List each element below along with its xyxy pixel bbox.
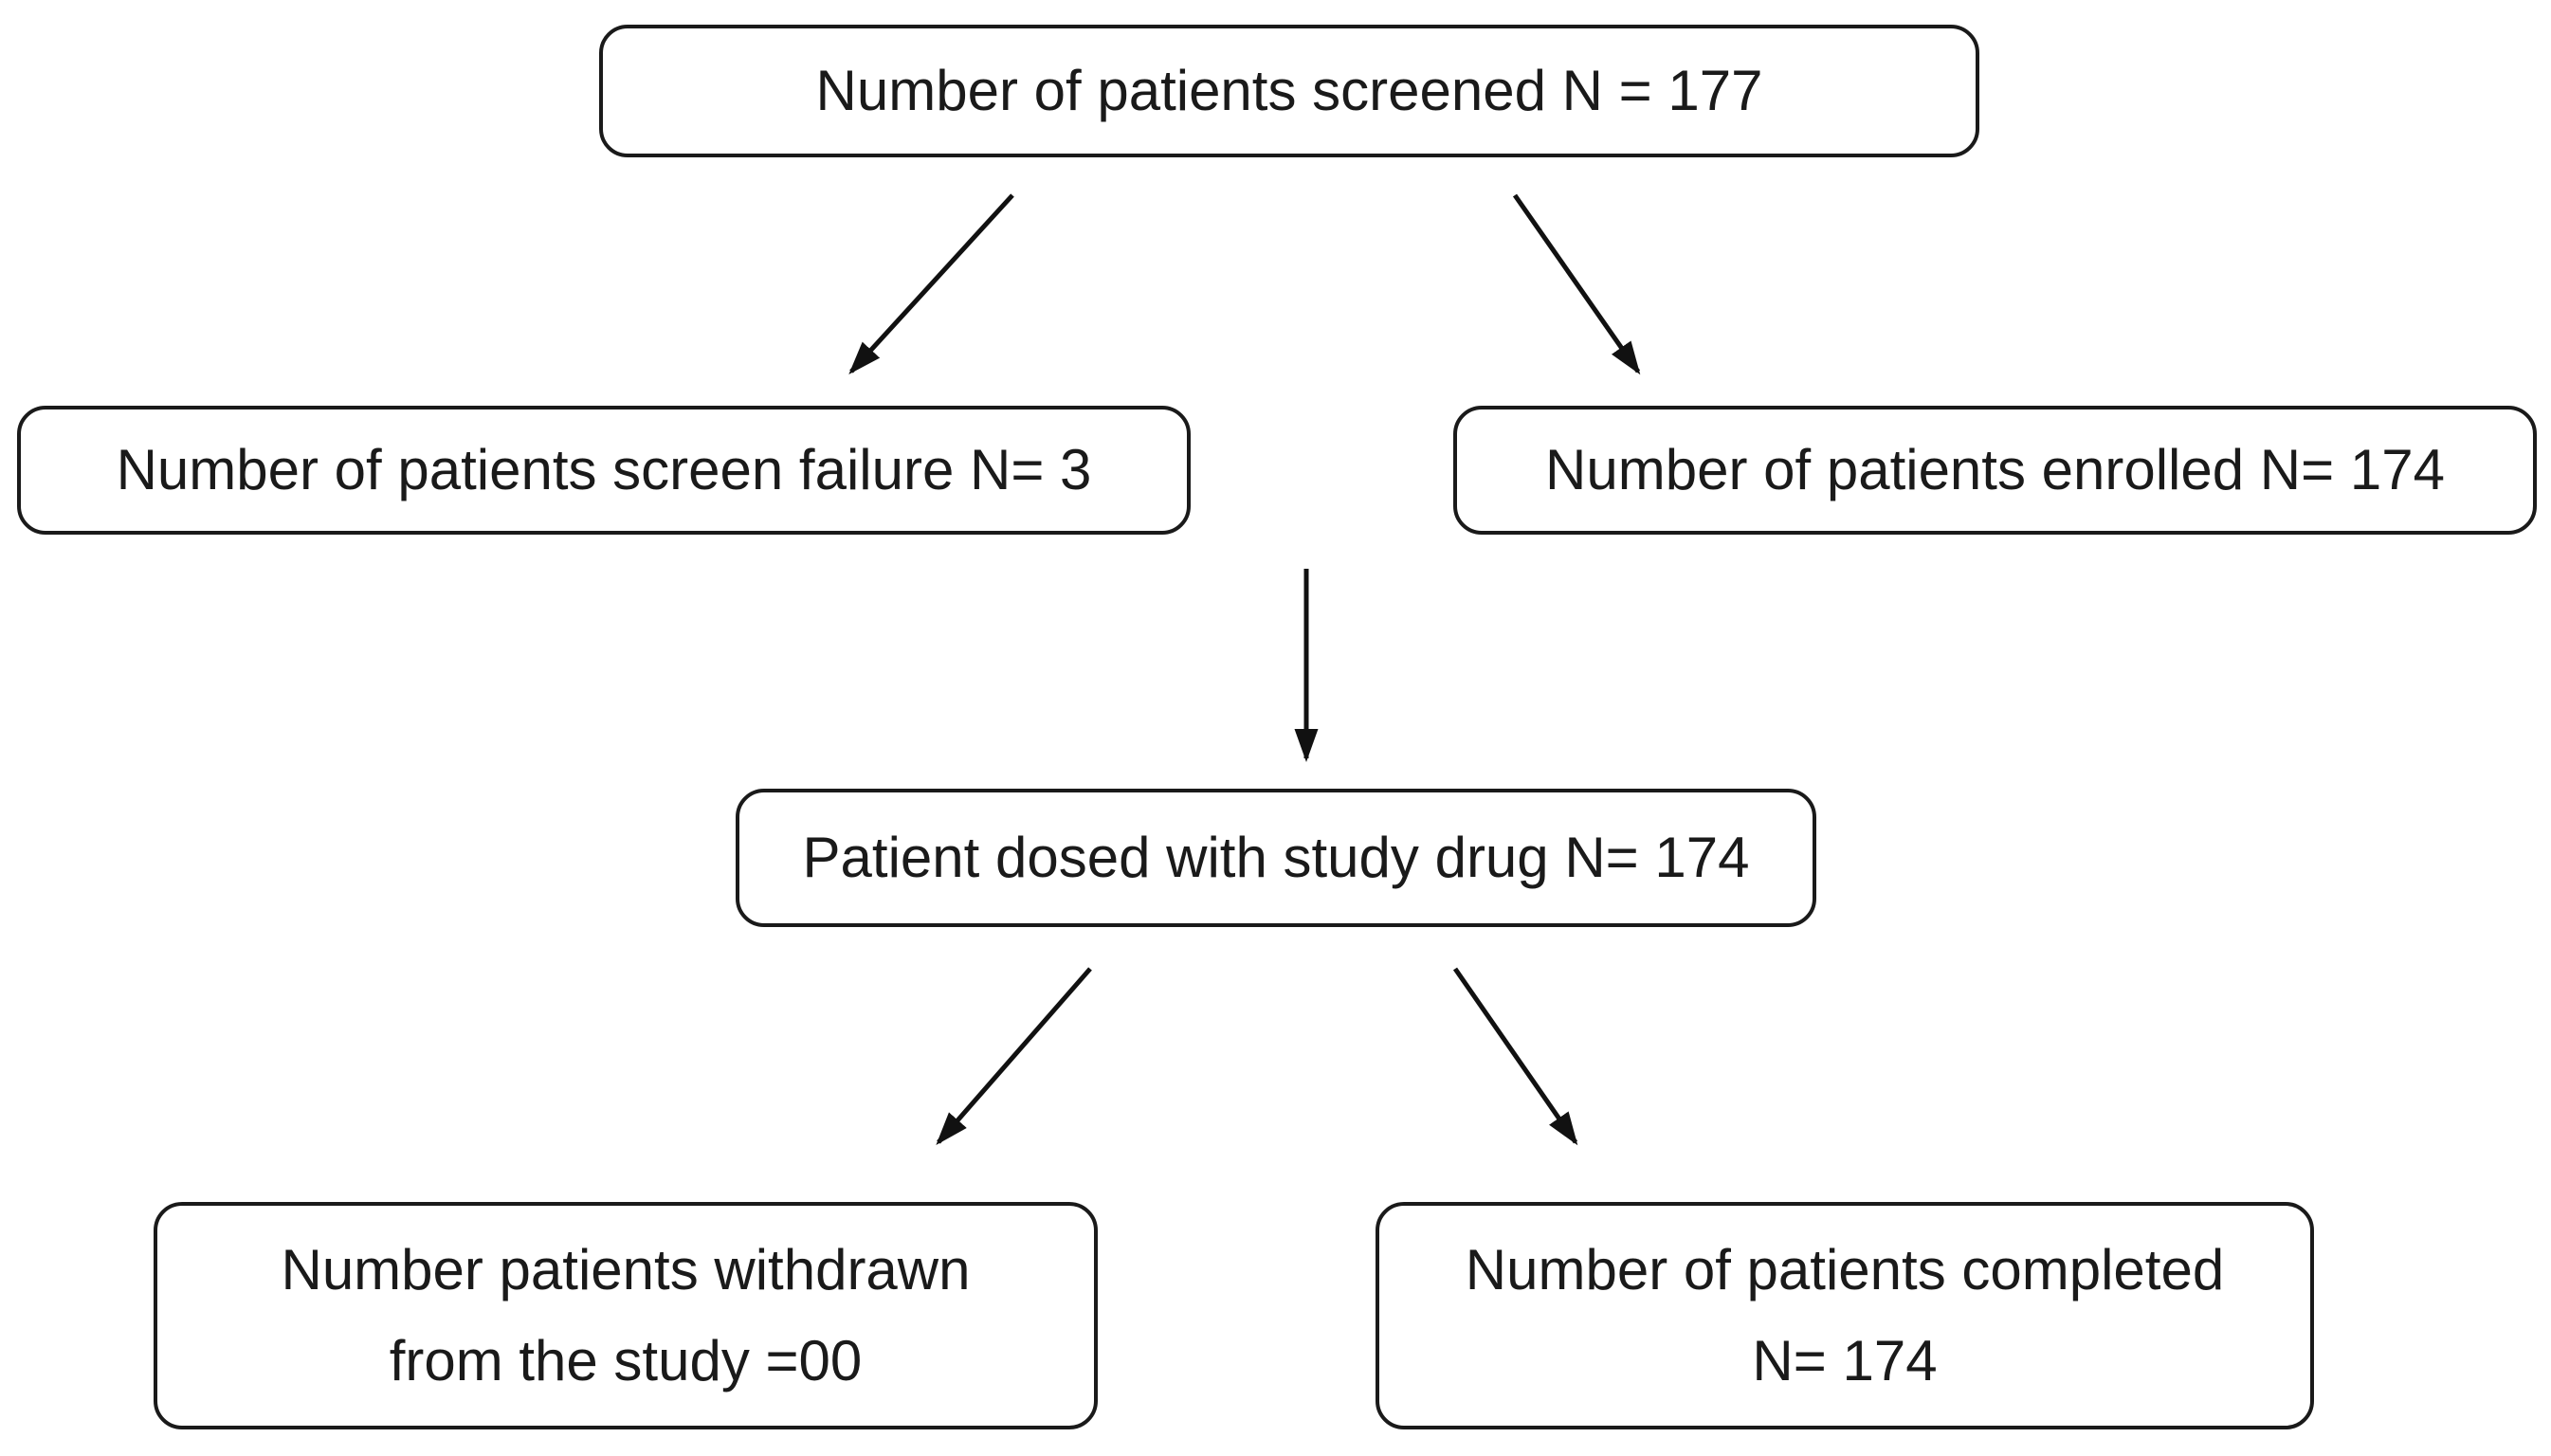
node-screen-failure: Number of patients screen failure N= 3 [17, 406, 1191, 535]
node-patients-completed-label-line1: Number of patients completed [1465, 1238, 2225, 1301]
node-patients-enrolled-label: Number of patients enrolled N= 174 [1545, 438, 2445, 501]
node-patients-withdrawn: Number patients withdrawn from the study… [154, 1202, 1098, 1429]
node-patients-screened: Number of patients screened N = 177 [599, 25, 1979, 157]
node-patients-dosed: Patient dosed with study drug N= 174 [736, 789, 1816, 927]
arrow-dosed-to-withdrawn [936, 967, 1092, 1146]
node-screen-failure-label: Number of patients screen failure N= 3 [116, 438, 1092, 501]
node-patients-enrolled: Number of patients enrolled N= 174 [1453, 406, 2537, 535]
node-patients-completed: Number of patients completed N= 174 [1376, 1202, 2314, 1429]
node-patients-withdrawn-label-line1: Number patients withdrawn [281, 1238, 971, 1301]
node-patients-completed-label-line2: N= 174 [1752, 1329, 1938, 1392]
arrow-dosed-to-completed [1452, 967, 1578, 1146]
node-patients-screened-label: Number of patients screened N = 177 [815, 59, 1763, 122]
node-patients-withdrawn-label-line2: from the study =00 [389, 1329, 863, 1392]
arrow-screened-to-screen-failure [848, 193, 1014, 374]
arrow-screened-to-enrolled [1512, 193, 1641, 375]
node-patients-dosed-label: Patient dosed with study drug N= 174 [802, 826, 1750, 889]
